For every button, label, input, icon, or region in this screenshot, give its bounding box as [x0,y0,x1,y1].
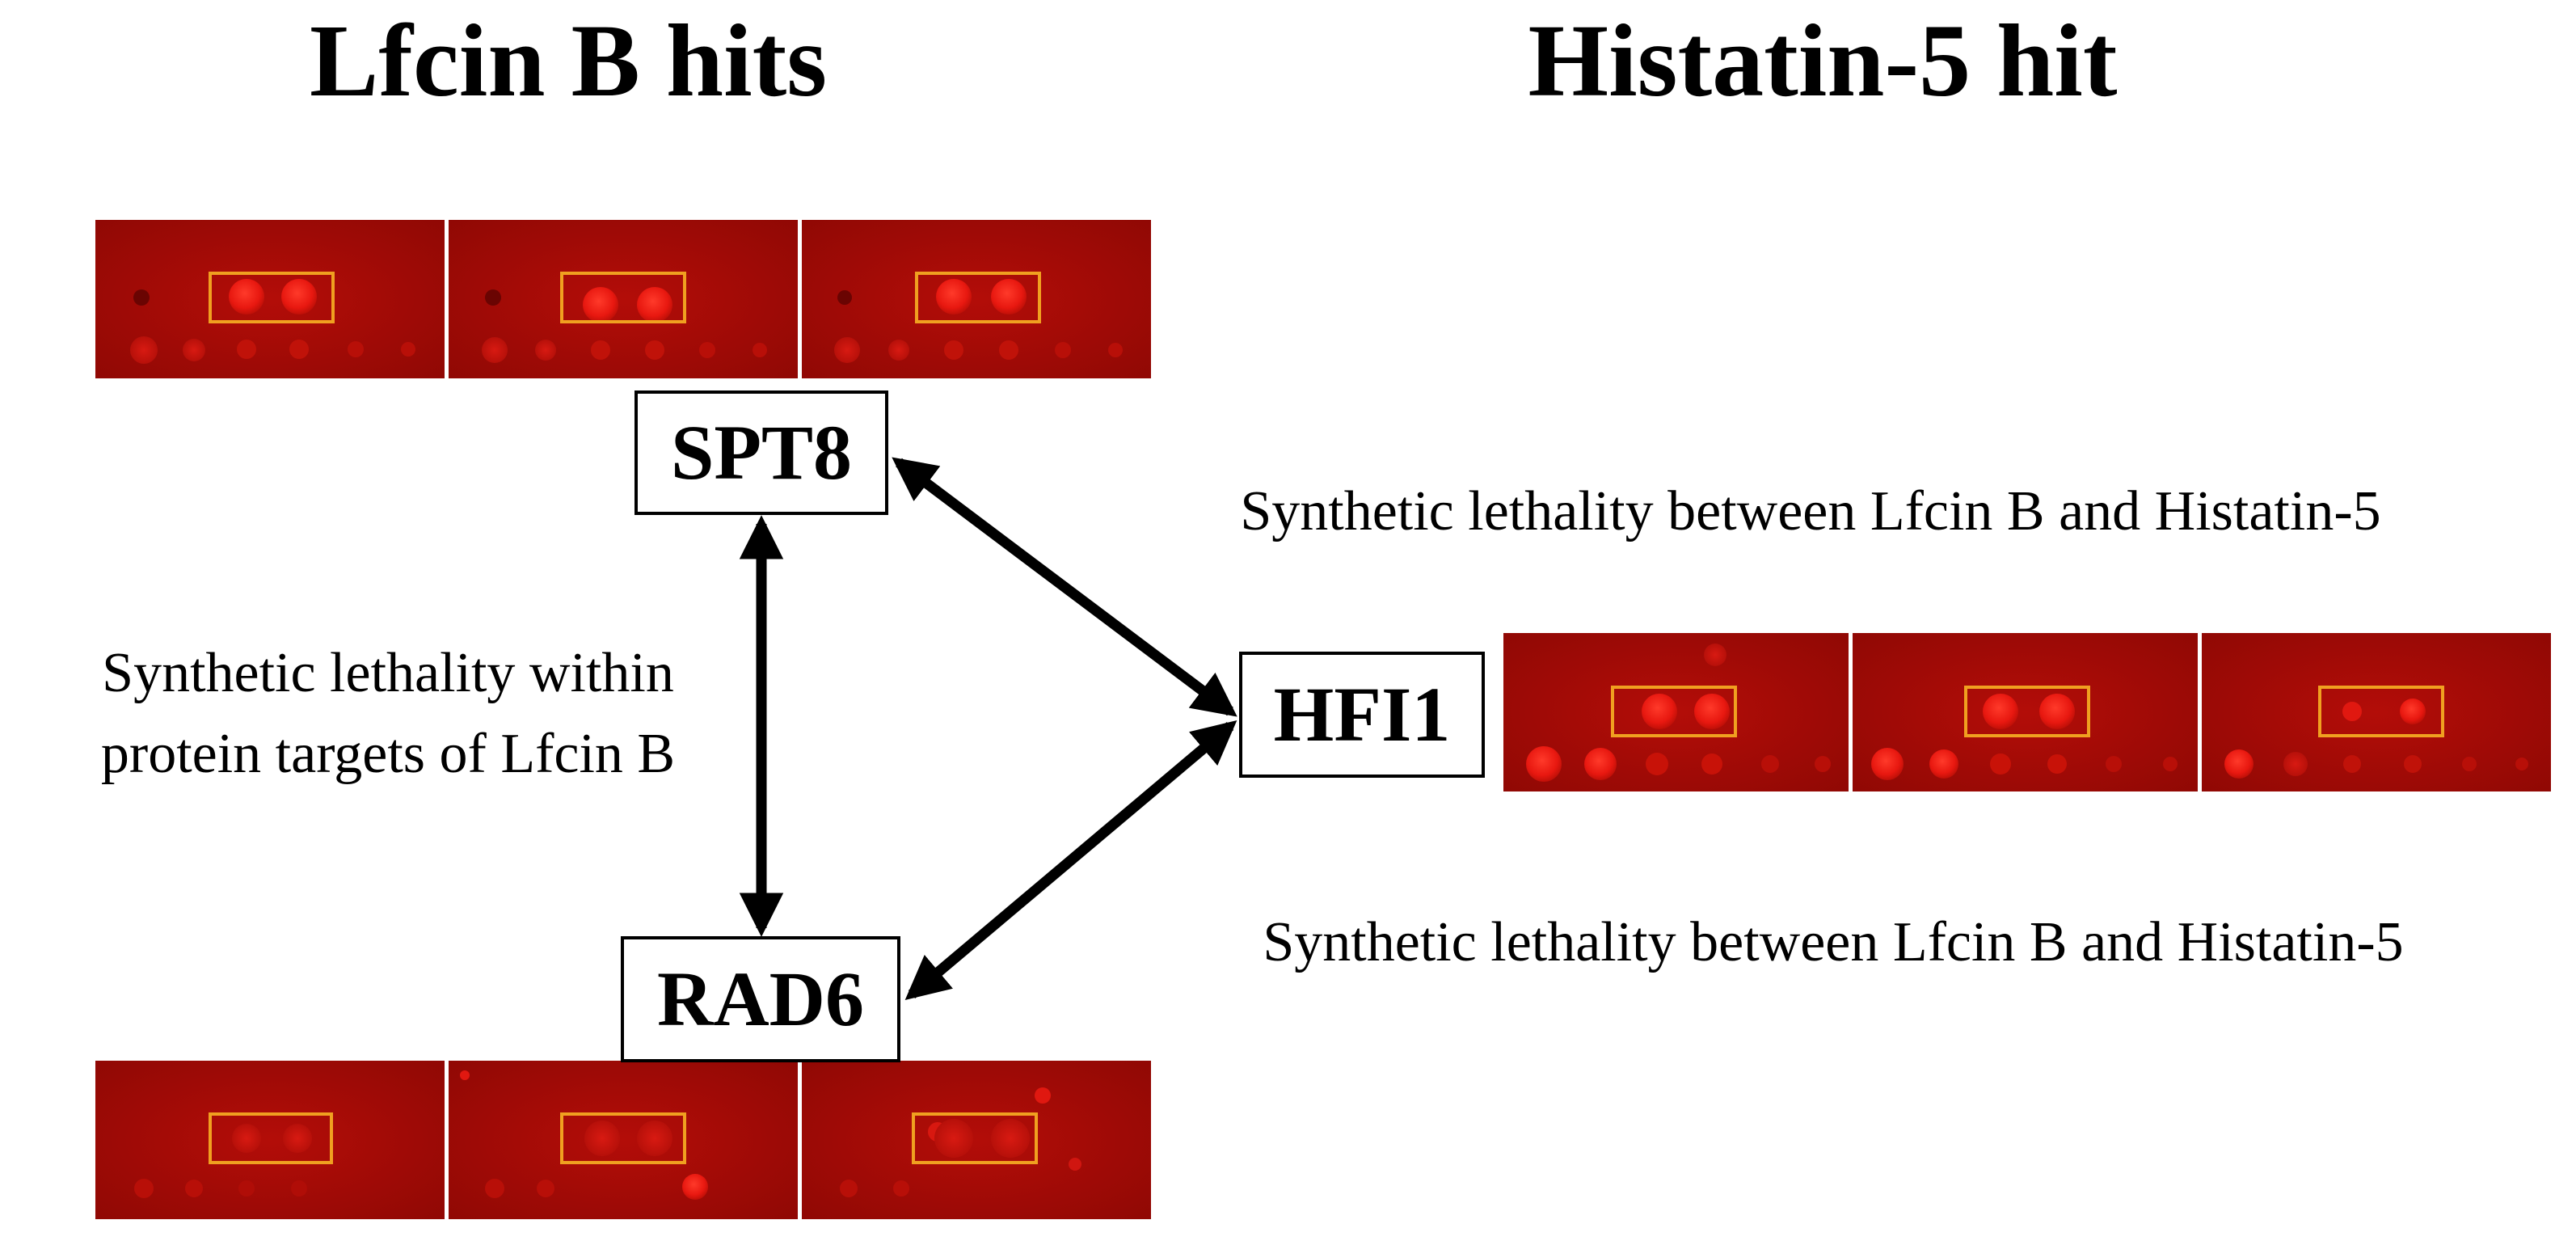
double-arrow-rad6-hfi1 [904,720,1237,1001]
highlight-box [560,1112,686,1164]
heading-histatin-5-hit: Histatin-5 hit [1528,3,2118,118]
heading-lfcin-b-hits: Lfcin B hits [310,3,827,118]
plate-strip-spt8 [95,220,1151,378]
plate-image [449,220,798,378]
plate-strip-hfi1 [1503,633,2551,791]
highlight-box [2318,686,2444,737]
plate-image [1503,633,1849,791]
annotation-within-line2: protein targets of Lfcin B [101,723,675,785]
plate-strip-rad6 [95,1061,1151,1219]
highlight-box [1611,686,1737,737]
plate-image [2202,633,2551,791]
annotation-between-bottom: Synthetic lethality between Lfcin B and … [1263,911,2403,973]
plate-image [1853,633,2198,791]
highlight-box [1964,686,2090,737]
plate-image [449,1061,798,1219]
highlight-box [915,272,1041,323]
highlight-box [209,272,335,323]
gene-label-rad6: RAD6 [657,956,864,1042]
gene-label-spt8: SPT8 [671,409,852,496]
plate-image [802,220,1151,378]
plate-image [95,220,445,378]
gene-node-rad6: RAD6 [621,936,900,1062]
gene-label-hfi1: HFI1 [1274,671,1451,758]
plate-image [95,1061,445,1219]
highlight-box [209,1112,333,1164]
annotation-within-line1: Synthetic lethality within [102,642,674,704]
annotation-between-top: Synthetic lethality between Lfcin B and … [1240,480,2380,542]
highlight-box [560,272,686,323]
gene-node-spt8: SPT8 [635,390,888,515]
plate-image [802,1061,1151,1219]
highlight-box [912,1112,1038,1164]
gene-node-hfi1: HFI1 [1239,652,1485,778]
double-arrow-spt8-hfi1 [892,457,1237,717]
